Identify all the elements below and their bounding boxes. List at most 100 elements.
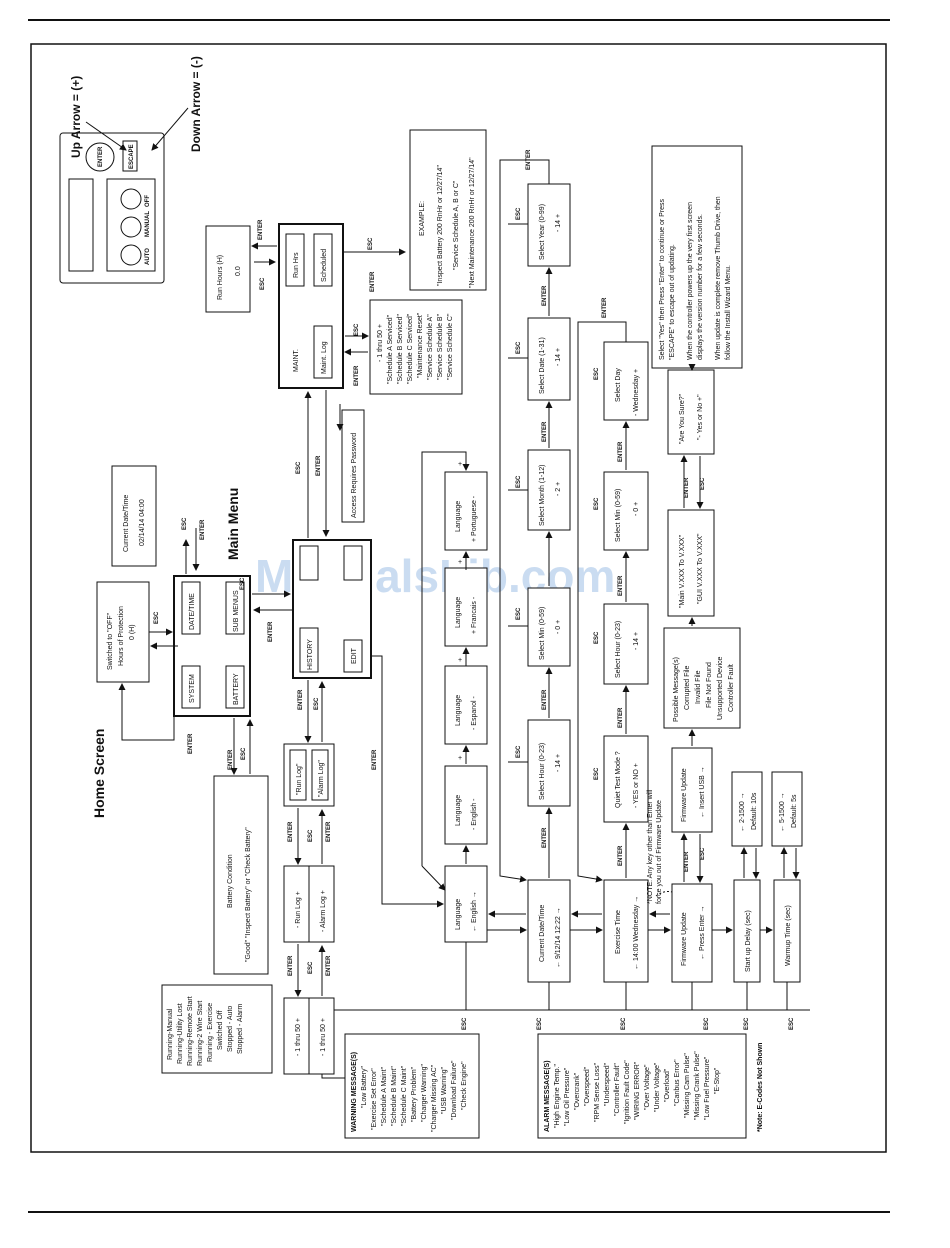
language-option-english[interactable]: Language - English -: [444, 765, 488, 845]
svg-text:Current Date/Time: Current Date/Time: [539, 905, 546, 962]
svg-text:- 2 +: - 2 +: [555, 482, 562, 496]
svg-text:AUTO: AUTO: [145, 248, 151, 265]
diagram-frame: [30, 43, 887, 1153]
svg-text:Unsupported Device: Unsupported Device: [717, 656, 724, 720]
svg-text:Language: Language: [455, 899, 462, 930]
svg-text:+ Portuguese -: + Portuguese -: [471, 495, 478, 542]
svg-text:ESC: ESC: [621, 1017, 627, 1030]
svg-text:ENTER: ENTER: [542, 689, 548, 710]
svg-text:ESC: ESC: [308, 829, 314, 842]
svg-text:Select Day: Select Day: [615, 368, 622, 402]
svg-text:"Ignition Fault Code": "Ignition Fault Code": [624, 1060, 631, 1124]
control-panel: AUTO MANUAL OFF ENTER ESCAPE: [59, 132, 165, 284]
svg-text:"Schedule C Serviced": "Schedule C Serviced": [407, 313, 414, 384]
svg-text:ENTER: ENTER: [258, 219, 264, 240]
language-option-francais[interactable]: Language + Francais -: [444, 567, 488, 647]
insert-usb-box[interactable]: Firmware Update ← Insert USB →: [671, 747, 713, 833]
svg-text:Controller Fault: Controller Fault: [728, 664, 735, 712]
submenu-other-button[interactable]: [343, 545, 363, 581]
svg-text:"GUI V.XXX To V.XXX": "GUI V.XXX To V.XXX": [697, 533, 704, 604]
svg-text:When the controller powers up: When the controller powers up the very f…: [687, 202, 694, 360]
main-menu-title: Main Menu: [225, 488, 241, 560]
warmup-range-box[interactable]: ← 5-1500 → Default: 5s: [771, 771, 803, 847]
svg-text:ENTER: ENTER: [298, 689, 304, 710]
svg-text:"Next Maintenance 200 RnHr or: "Next Maintenance 200 RnHr or 12/27/14": [469, 157, 476, 288]
svg-text:0.0: 0.0: [235, 266, 242, 276]
svg-text:- 14 +: - 14 +: [555, 214, 562, 232]
svg-text:ESC: ESC: [154, 611, 160, 624]
svg-text:- 1 thru 50 +: - 1 thru 50 +: [295, 1018, 302, 1056]
svg-text:Corrupted File: Corrupted File: [684, 666, 691, 710]
select-date-box[interactable]: Select Date (1-31) - 14 +: [527, 317, 571, 401]
menu-date-time-button[interactable]: DATE/TIME: [181, 581, 201, 635]
menu-sub-menus-button[interactable]: SUB MENUS: [225, 581, 245, 635]
menu-battery-button[interactable]: BATTERY: [225, 665, 245, 709]
svg-text:ENTER: ENTER: [288, 955, 294, 976]
submenu-history-button[interactable]: HISTORY: [299, 627, 319, 673]
svg-text:- 14 +: - 14 +: [633, 632, 640, 650]
svg-text:- 0 +: - 0 +: [633, 502, 640, 516]
svg-text:ESC: ESC: [744, 1017, 750, 1030]
language-option-portuguese[interactable]: Language + Portuguese -: [444, 471, 488, 551]
maint-log-button[interactable]: Maint. Log: [313, 325, 333, 379]
svg-text:"Canbus Error": "Canbus Error": [674, 1059, 681, 1106]
svg-text:follow the Install Wizard Menu: follow the Install Wizard Menu.: [725, 265, 732, 360]
svg-text:Battery Condition: Battery Condition: [227, 854, 234, 908]
alarm-messages-box: ALARM MESSAGE(S) "High Engine Temp." "Lo…: [537, 1033, 747, 1139]
svg-text:ENTER: ENTER: [370, 271, 376, 292]
main-menu-box: SYSTEM BATTERY DATE/TIME SUB MENUS: [173, 575, 251, 717]
svg-text:"Check Engine": "Check Engine": [461, 1061, 468, 1110]
language-option-espanol[interactable]: Language - Espanol -: [444, 665, 488, 745]
manual-button-icon[interactable]: [120, 216, 142, 238]
svg-text:Switched Off: Switched Off: [217, 1010, 224, 1050]
enter-button-icon[interactable]: [85, 142, 115, 172]
auto-button-icon[interactable]: [120, 244, 142, 266]
submenu-maint-button[interactable]: [299, 545, 319, 581]
svg-text:ENTER: ENTER: [602, 297, 608, 318]
svg-text:Language: Language: [455, 597, 462, 628]
select-min-box[interactable]: Select Min (0-59) - 0 +: [527, 587, 571, 667]
svg-text:"Service Schedule A": "Service Schedule A": [427, 314, 434, 380]
svg-text:"Inspect Battery 200 RnHr or 1: "Inspect Battery 200 RnHr or 12/27/14": [437, 165, 444, 286]
svg-text:"Under Voltage": "Under Voltage": [654, 1062, 661, 1112]
select-hour-box[interactable]: Select Hour (0-23) - 14 +: [527, 719, 571, 807]
svg-text:Maint. Log: Maint. Log: [321, 341, 328, 374]
svg-text:Quiet Test Mode ?: Quiet Test Mode ?: [615, 751, 622, 808]
svg-text:Current Date/Time: Current Date/Time: [123, 495, 130, 552]
svg-text:"Missing Crank Pulse": "Missing Crank Pulse": [694, 1051, 701, 1120]
are-you-sure-box[interactable]: "Are You Sure?" "- Yes or No +": [667, 369, 715, 455]
svg-text:BATTERY: BATTERY: [233, 673, 240, 705]
exercise-day-box[interactable]: Select Day - Wednesday +: [603, 341, 649, 421]
submenu-edit-button[interactable]: EDIT: [343, 639, 363, 673]
svg-text:- English -: - English -: [471, 798, 478, 830]
select-year-box[interactable]: Select Year (0-99) - 14 +: [527, 183, 571, 267]
svg-text:displays the version number fo: displays the version number for a few se…: [697, 214, 704, 360]
exercise-min-box[interactable]: Select Min (0-59) - 0 +: [603, 471, 649, 551]
quiet-test-mode-box[interactable]: Quiet Test Mode ? - YES or NO +: [603, 735, 649, 823]
svg-text:Select Month (1-12): Select Month (1-12): [539, 465, 546, 526]
warning-messages-box: WARNING MESSAGE(S) "Low Battery" "Exerci…: [344, 1033, 480, 1139]
scheduled-button[interactable]: Scheduled: [313, 233, 333, 287]
svg-text:Access Requires Password: Access Requires Password: [351, 433, 358, 518]
svg-text:ENTER: ENTER: [354, 365, 360, 386]
access-password-box: Access Requires Password: [341, 409, 365, 523]
maint-box: MAINT. Maint. Log Run Hrs Scheduled: [278, 223, 344, 389]
svg-text:ENTER: ENTER: [542, 421, 548, 442]
svg-text:MAINT.: MAINT.: [293, 349, 300, 372]
svg-text:ENTER: ENTER: [542, 285, 548, 306]
firmware-note: *NOTE: Any key other than Enter will: [647, 789, 654, 904]
startup-range-box[interactable]: ← 2-1500 → Default: 10s: [731, 771, 763, 847]
svg-text:"Service Schedule B": "Service Schedule B": [437, 313, 444, 380]
off-button-icon[interactable]: [120, 188, 142, 210]
run-hrs-button[interactable]: Run Hrs: [285, 233, 305, 287]
svg-text:"Service Schedule C": "Service Schedule C": [447, 313, 454, 380]
svg-text:"Low Battery": "Low Battery": [361, 1066, 368, 1108]
svg-text:"Run Log": "Run Log": [296, 763, 303, 795]
svg-text:"ESCAPE" to escape out of upda: "ESCAPE" to escape out of updating.: [669, 244, 676, 360]
svg-text:02/14/14 04:00: 02/14/14 04:00: [139, 499, 146, 546]
select-month-box[interactable]: Select Month (1-12) - 2 +: [527, 449, 571, 531]
svg-text:ESC: ESC: [594, 367, 600, 380]
menu-system-button[interactable]: SYSTEM: [181, 665, 201, 709]
exercise-hour-box[interactable]: Select Hour (0-23) - 14 +: [603, 603, 649, 685]
svg-text:ENTER: ENTER: [228, 749, 234, 770]
